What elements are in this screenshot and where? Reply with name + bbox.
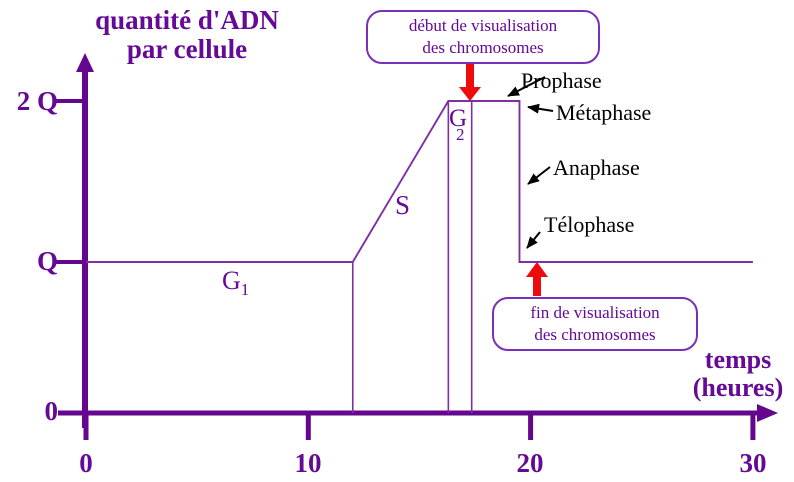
y-tick-label-2q: 2 Q [16, 86, 58, 116]
y-axis-title: quantité d'ADN par cellule [80, 5, 294, 65]
annotation-prophase: Prophase [521, 68, 602, 93]
x-tick-label-30: 30 [739, 448, 767, 478]
annotation-telophase: Télophase [544, 212, 635, 237]
g2-subscript: 2 [456, 125, 465, 144]
start-visualization-red-arrow-icon [459, 64, 481, 101]
x-axis-title-line2: (heures) [692, 373, 784, 403]
callout-start-line2: des chromosomes [422, 37, 544, 57]
y-tick-label-0: 0 [44, 396, 59, 426]
y-axis-title-line1: quantité d'ADN [95, 5, 279, 35]
x-tick-label-20: 20 [516, 448, 544, 478]
y-tick-label-q: Q [36, 246, 58, 276]
telophase-arrow-icon [526, 231, 541, 249]
prophase-arrow-icon [507, 76, 546, 97]
x-axis-title: temps (heures) [684, 345, 792, 403]
g1-subscript: 1 [240, 280, 250, 300]
g2-base: G [449, 105, 468, 132]
phase-label-g2: G 2 [449, 105, 467, 145]
phase-label-s: S [395, 190, 411, 220]
x-tick-label-0: 0 [79, 448, 93, 478]
dna-quantity-curve [86, 100, 753, 263]
annotation-metaphase: Métaphase [556, 100, 652, 125]
y-axis-arrowhead-icon [76, 53, 94, 72]
callout-start-visualization: début de visualisation des chromosomes [366, 10, 600, 64]
x-tick-label-10: 10 [294, 448, 322, 478]
phase-label-g1: G1 [222, 266, 249, 300]
x-axis-title-line1: temps [704, 345, 772, 374]
anaphase-arrow-icon [527, 166, 551, 185]
curve-layer [54, 99, 756, 440]
y-axis-title-line2: par cellule [126, 34, 248, 65]
annotation-anaphase: Anaphase [553, 155, 640, 180]
x-axis-arrowhead-icon [757, 404, 778, 422]
end-visualization-red-arrow-icon [526, 262, 548, 296]
callout-end-line1: fin de visualisation [530, 303, 660, 322]
metaphase-arrow-icon [527, 103, 554, 114]
callout-start-line1: début de visualisation [408, 16, 558, 35]
g1-base: G [222, 266, 241, 295]
callout-end-line2: des chromosomes [534, 324, 656, 344]
callout-end-visualization: fin de visualisation des chromosomes [492, 297, 698, 351]
